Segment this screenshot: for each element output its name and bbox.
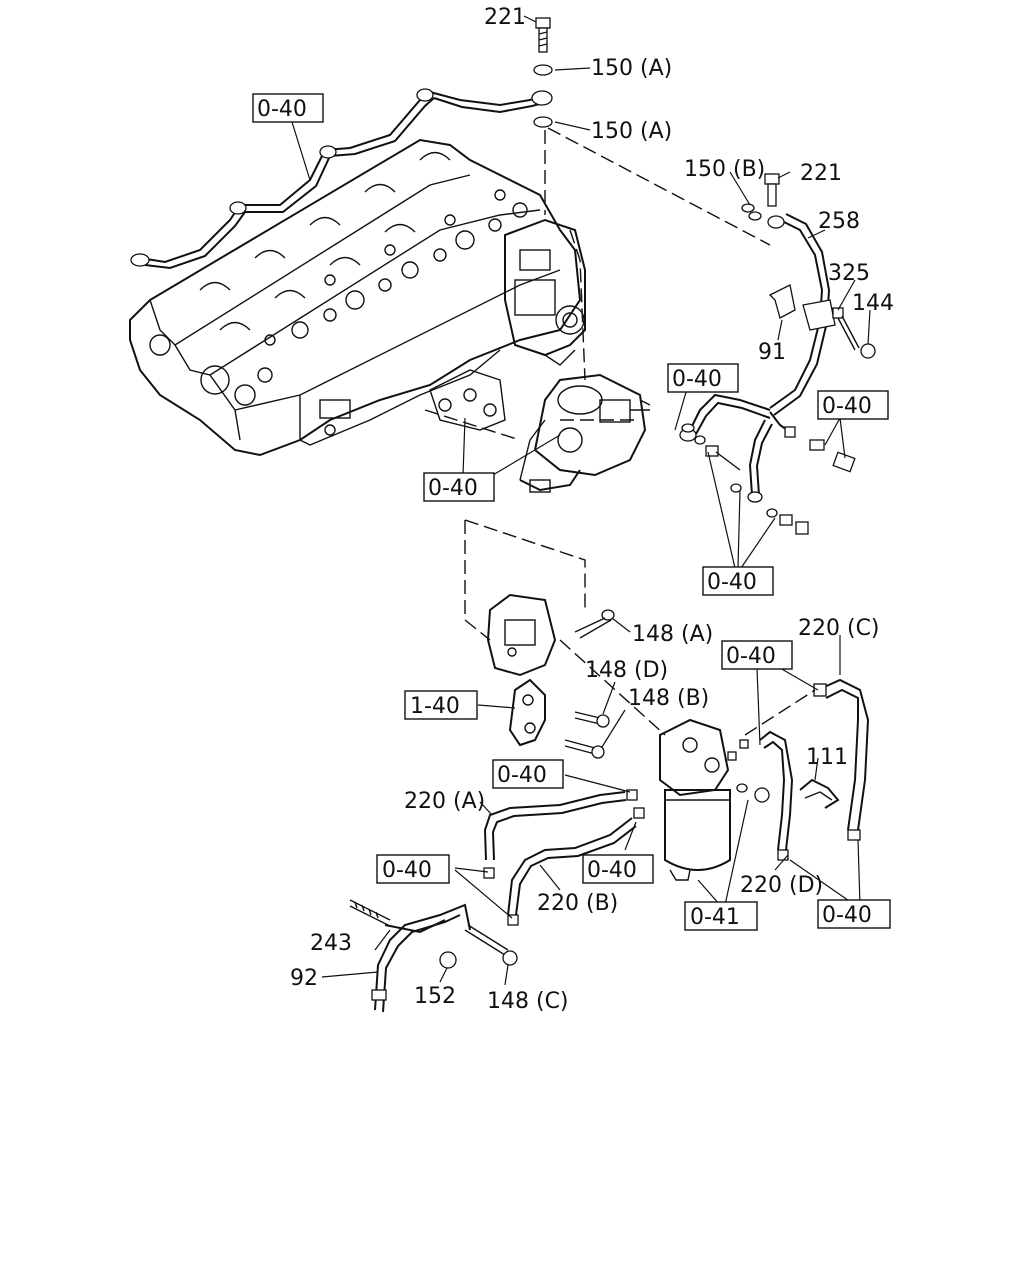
ref-box: 0-40	[582, 854, 654, 884]
cylinder-head	[129, 138, 586, 457]
ref-box: 1-40	[404, 690, 478, 720]
bracket-92	[371, 903, 471, 1013]
ref-box: 0-40	[817, 390, 889, 420]
label-152: 152	[414, 984, 456, 1009]
svg-text:0-40: 0-40	[822, 394, 872, 419]
label-150a-upper: 150 (A)	[591, 56, 672, 81]
bolt-148c	[464, 924, 518, 966]
label-220a: 220 (A)	[404, 789, 485, 814]
label-220b: 220 (B)	[537, 891, 618, 916]
label-92: 92	[290, 966, 318, 991]
svg-text:0-40: 0-40	[428, 476, 478, 501]
svg-text:1-40: 1-40	[410, 694, 460, 719]
svg-text:0-40: 0-40	[257, 97, 307, 122]
washer-150a-lower	[533, 116, 553, 128]
svg-text:0-41: 0-41	[690, 905, 740, 930]
svg-text:0-40: 0-40	[382, 858, 432, 883]
bolt-325	[832, 307, 860, 351]
svg-text:0-40: 0-40	[672, 367, 722, 392]
ref-box: 0-40	[667, 363, 739, 393]
hose-220c	[813, 678, 870, 841]
fuel-filter	[659, 718, 770, 881]
label-148a: 148 (A)	[632, 622, 713, 647]
washer-150b	[741, 203, 762, 221]
svg-text:0-40: 0-40	[726, 644, 776, 669]
clip-111	[799, 778, 840, 809]
ref-box: 0-40	[492, 759, 564, 789]
fitting-cylinder	[832, 451, 856, 473]
ref-box: 0-40	[817, 899, 891, 929]
label-148b: 148 (B)	[628, 686, 709, 711]
hose-220b	[507, 807, 645, 926]
nut-144	[860, 343, 876, 359]
washer-150a-upper	[533, 64, 553, 76]
bolt-148a	[574, 609, 615, 639]
injection-pump	[429, 369, 651, 493]
label-148d: 148 (D)	[585, 658, 668, 683]
label-258: 258	[818, 209, 860, 234]
filter-bracket	[486, 593, 557, 747]
label-144: 144	[852, 291, 894, 316]
svg-text:0-40: 0-40	[497, 763, 547, 788]
eye-bolt-set	[681, 423, 809, 535]
bolt-221-right	[764, 173, 780, 207]
ref-box: 0-40	[252, 93, 324, 123]
hose-220a	[483, 789, 638, 879]
label-220c: 220 (C)	[798, 616, 880, 641]
clamp-258	[802, 299, 836, 331]
label-148c: 148 (C)	[487, 989, 569, 1014]
label-91: 91	[758, 340, 786, 365]
fitting-small	[809, 439, 825, 451]
label-221-right: 221	[800, 161, 842, 186]
injection-pipes	[130, 88, 553, 270]
ref-box: 0-40	[376, 854, 450, 884]
label-111: 111	[806, 745, 848, 770]
bolt-148d	[574, 711, 610, 728]
label-220d: 220 (D)	[740, 873, 823, 898]
label-150a-lower: 150 (A)	[591, 119, 672, 144]
ref-box: 0-41	[684, 901, 758, 931]
svg-text:0-40: 0-40	[822, 903, 872, 928]
stud-243	[349, 899, 391, 927]
ref-box: 0-40	[721, 640, 793, 670]
svg-text:0-40: 0-40	[587, 858, 637, 883]
bolt-148b	[564, 739, 605, 759]
label-243: 243	[310, 931, 352, 956]
nut-152	[439, 951, 457, 969]
ref-box: 0-40	[423, 472, 495, 502]
bolt-221-top	[535, 17, 551, 53]
pipe-258	[679, 213, 831, 503]
label-150b: 150 (B)	[684, 157, 765, 182]
label-221-top: 221	[484, 5, 526, 30]
label-325: 325	[828, 261, 870, 286]
ref-box: 0-40	[702, 566, 774, 596]
bracket-91	[768, 284, 796, 319]
svg-text:0-40: 0-40	[707, 570, 757, 595]
